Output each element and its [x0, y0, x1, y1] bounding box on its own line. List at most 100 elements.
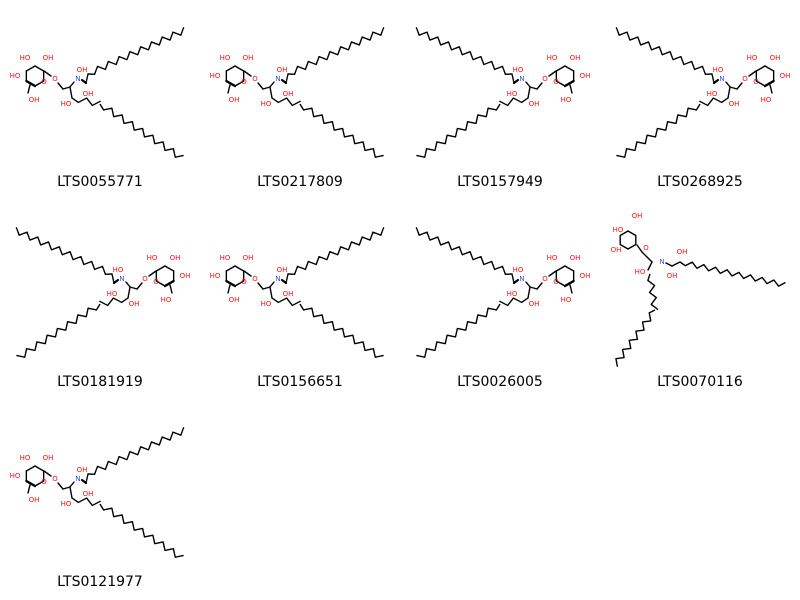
alkyl-chain: [699, 97, 729, 107]
molecule-id-label: LTS0217809: [257, 174, 343, 190]
bond: [129, 286, 138, 290]
bond: [27, 484, 31, 494]
hydroxyl-label: HO: [613, 226, 624, 234]
hydroxyl-label: HO: [261, 100, 272, 108]
alkyl-chain: [499, 297, 529, 307]
glycosidic-oxygen-label: O: [742, 75, 748, 83]
bond: [127, 286, 131, 299]
hydroxyl-label: HO: [513, 66, 524, 74]
bond: [25, 79, 37, 88]
hydroxyl-label: OH: [277, 266, 288, 274]
nitrogen-label: N: [119, 275, 124, 283]
hydroxyl-label: OH: [83, 90, 94, 98]
bond: [665, 262, 673, 267]
bond: [727, 86, 731, 99]
hydroxyl-label: HO: [547, 254, 558, 262]
bond: [755, 65, 766, 72]
bond: [527, 86, 531, 99]
bond: [57, 482, 64, 490]
hydroxyl-label: HO: [507, 90, 518, 98]
alkyl-chain: [299, 103, 384, 158]
hydroxyl-label: HO: [61, 500, 72, 508]
bond: [548, 270, 557, 277]
bond: [636, 244, 643, 253]
bond: [227, 84, 231, 94]
hydroxyl-label: OH: [529, 300, 540, 308]
hydroxyl-label: HO: [561, 96, 572, 104]
alkyl-chain: [87, 27, 185, 75]
hydroxyl-label: HO: [220, 54, 231, 62]
bond: [525, 81, 531, 88]
hydroxyl-label: HO: [635, 268, 646, 276]
alkyl-chain: [99, 103, 184, 158]
molecule-id-label: LTS0121977: [57, 574, 143, 590]
bond: [280, 78, 288, 85]
molecule-id-label: LTS0055771: [57, 174, 143, 190]
hydroxyl-label: OH: [611, 246, 622, 254]
hydroxyl-label: OH: [580, 72, 591, 80]
hydroxyl-label: OH: [570, 54, 581, 62]
bond: [34, 480, 45, 487]
hydroxyl-label: HO: [547, 54, 558, 62]
hydroxyl-label: HO: [210, 272, 221, 280]
bond: [555, 280, 566, 287]
ring-oxygen-label: O: [241, 78, 247, 86]
hydroxyl-label: HO: [561, 296, 572, 304]
nitrogen-label: N: [75, 75, 80, 83]
bond: [627, 230, 637, 237]
alkyl-chain: [99, 503, 184, 558]
bond: [85, 73, 89, 84]
oxygen-label: O: [643, 244, 649, 252]
bond: [647, 261, 653, 271]
hydroxyl-label: OH: [283, 90, 294, 98]
bond: [729, 86, 738, 90]
glycosidic-oxygen-label: O: [542, 75, 548, 83]
hydroxyl-label: HO: [61, 100, 72, 108]
bond: [285, 73, 289, 84]
bond: [763, 79, 775, 88]
bond: [280, 278, 288, 285]
bond: [569, 284, 573, 294]
hydroxyl-label: HO: [261, 300, 272, 308]
bond: [136, 282, 143, 290]
molecule-id-label: LTS0157949: [457, 174, 543, 190]
bond: [712, 78, 720, 85]
bond: [563, 279, 575, 288]
bond: [243, 270, 252, 277]
bond: [564, 265, 575, 272]
bond: [257, 282, 264, 290]
hydroxyl-label: OH: [43, 54, 54, 62]
bond: [225, 265, 236, 272]
glycosidic-oxygen-label: O: [542, 275, 548, 283]
hydroxyl-label: OH: [632, 212, 643, 220]
hydroxyl-label: OH: [170, 254, 181, 262]
glycosidic-oxygen-label: O: [252, 75, 258, 83]
bond: [548, 70, 557, 77]
bond: [234, 280, 245, 287]
glycosidic-oxygen-label: O: [52, 475, 58, 483]
alkyl-chain: [271, 297, 301, 307]
bond: [555, 80, 566, 87]
hydroxyl-label: HO: [747, 54, 758, 62]
bond: [536, 282, 543, 290]
bond: [34, 65, 45, 72]
molecule-id-label: LTS0026005: [457, 374, 543, 390]
molecule-id-label: LTS0156651: [257, 374, 343, 390]
bond: [85, 473, 89, 484]
alkyl-chain: [615, 27, 713, 75]
bond: [647, 257, 653, 263]
bond: [234, 65, 245, 72]
nitrogen-label: N: [719, 75, 724, 83]
bond: [227, 284, 231, 294]
hydroxyl-label: OH: [780, 72, 791, 80]
hydroxyl-label: OH: [29, 496, 40, 504]
